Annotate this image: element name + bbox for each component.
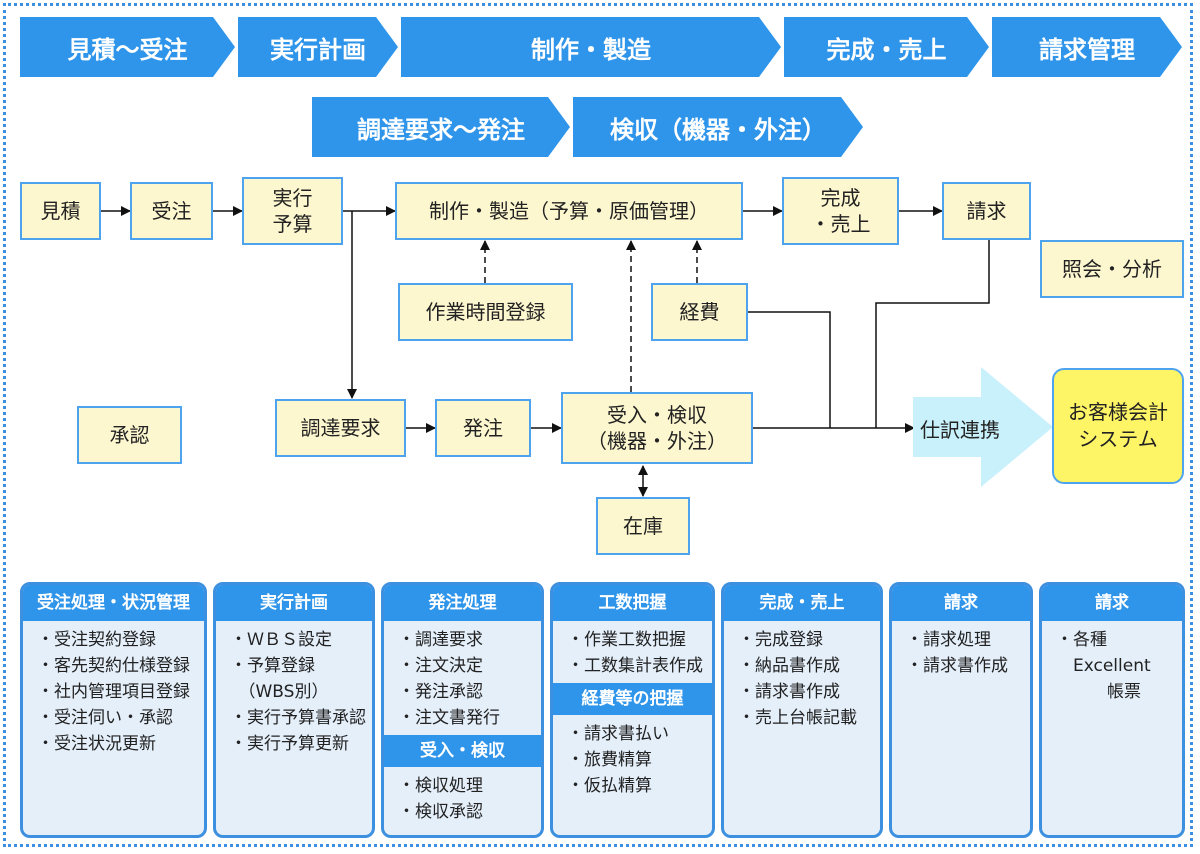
list-item: ・各種 Excellent 帳票 — [1056, 630, 1151, 702]
list-item: ・売上台帳記載 — [738, 708, 857, 728]
phase-execution-plan: 実行計画 — [238, 17, 398, 77]
list-item: ・請求書作成 — [906, 656, 1008, 676]
card-billing: 請求 ・請求処理 ・請求書作成 — [889, 582, 1033, 838]
box-receiving-inspection: 受入・検収 （機器・外注） — [561, 392, 753, 464]
card-title: 完成・売上 — [724, 585, 880, 621]
list-item: ・予算登録 （WBS別） — [230, 656, 329, 702]
card-title: 発注処理 — [384, 585, 541, 621]
card-title: 実行計画 — [216, 585, 372, 621]
list-item: ・納品書作成 — [738, 656, 840, 676]
phase-estimate-order: 見積〜受注 — [20, 17, 235, 77]
list-item: ・受注伺い・承認 — [37, 708, 173, 728]
card-execution-plan: 実行計画 ・ＷＢＳ設定 ・予算登録 （WBS別） ・実行予算書承認 ・実行予算更… — [213, 582, 375, 838]
phase-inspection: 検収（機器・外注） — [573, 97, 863, 157]
box-expenses: 経費 — [651, 283, 748, 341]
phase-production: 制作・製造 — [401, 17, 781, 77]
phase-procurement: 調達要求〜発注 — [312, 97, 570, 157]
list-item: ・注文書発行 — [398, 708, 500, 728]
list-item: ・注文決定 — [398, 656, 483, 676]
journal-link-label: 仕訳連携 — [920, 417, 1000, 442]
card-purchase-processing: 発注処理 ・調達要求 ・注文決定 ・発注承認 ・注文書発行 受入・検収 ・検収処… — [381, 582, 544, 838]
list-item: ・工数集計表作成 — [567, 656, 703, 676]
list-item: ・仮払精算 — [567, 776, 652, 796]
list-item: ・客先契約仕様登録 — [37, 656, 190, 676]
phase-completion-sales: 完成・売上 — [784, 17, 989, 77]
list-item: ・受注契約登録 — [37, 630, 156, 650]
box-customer-accounting-system: お客様会計 システム — [1052, 368, 1184, 484]
diagram-frame — [3, 3, 1193, 847]
list-item: ・請求書払い — [567, 724, 669, 744]
card-title: 受注処理・状況管理 — [23, 585, 204, 621]
box-procurement-request: 調達要求 — [275, 399, 406, 457]
card-subtitle: 経費等の把握 — [553, 683, 712, 715]
phase-billing: 請求管理 — [992, 17, 1182, 77]
list-item: ・完成登録 — [738, 630, 823, 650]
list-item: ・ＷＢＳ設定 — [230, 630, 332, 650]
list-item: ・受注状況更新 — [37, 734, 156, 754]
card-order-management: 受注処理・状況管理 ・受注契約登録 ・客先契約仕様登録 ・社内管理項目登録 ・受… — [20, 582, 207, 838]
box-completion-sales: 完成 ・売上 — [782, 177, 899, 245]
list-item: ・調達要求 — [398, 630, 483, 650]
list-item: ・実行予算書承認 — [230, 708, 366, 728]
box-inventory: 在庫 — [596, 497, 690, 555]
box-purchase-order: 発注 — [435, 399, 531, 457]
list-item: ・作業工数把握 — [567, 630, 686, 650]
list-item: ・発注承認 — [398, 682, 483, 702]
card-title: 請求 — [1042, 585, 1182, 621]
box-estimate: 見積 — [20, 182, 101, 240]
list-item: ・実行予算更新 — [230, 734, 349, 754]
card-billing-reports: 請求 ・各種 Excellent 帳票 — [1039, 582, 1185, 838]
card-subtitle: 受入・検収 — [384, 735, 541, 767]
box-order: 受注 — [130, 182, 213, 240]
box-approval: 承認 — [77, 406, 182, 464]
list-item: ・検収処理 — [398, 776, 483, 796]
list-item: ・請求処理 — [906, 630, 991, 650]
card-man-hours: 工数把握 ・作業工数把握 ・工数集計表作成 経費等の把握 ・請求書払い ・旅費精… — [550, 582, 715, 838]
list-item: ・請求書作成 — [738, 682, 840, 702]
card-completion-sales: 完成・売上 ・完成登録 ・納品書作成 ・請求書作成 ・売上台帳記載 — [721, 582, 883, 838]
box-execution-budget: 実行 予算 — [242, 177, 343, 245]
list-item: ・検収承認 — [398, 802, 483, 822]
list-item: ・旅費精算 — [567, 750, 652, 770]
box-work-time-entry: 作業時間登録 — [398, 283, 573, 341]
box-inquiry-analysis: 照会・分析 — [1040, 240, 1184, 298]
card-title: 請求 — [892, 585, 1030, 621]
box-production: 制作・製造（予算・原価管理） — [395, 182, 743, 240]
card-title: 工数把握 — [553, 585, 712, 621]
box-billing: 請求 — [942, 182, 1031, 240]
list-item: ・社内管理項目登録 — [37, 682, 190, 702]
